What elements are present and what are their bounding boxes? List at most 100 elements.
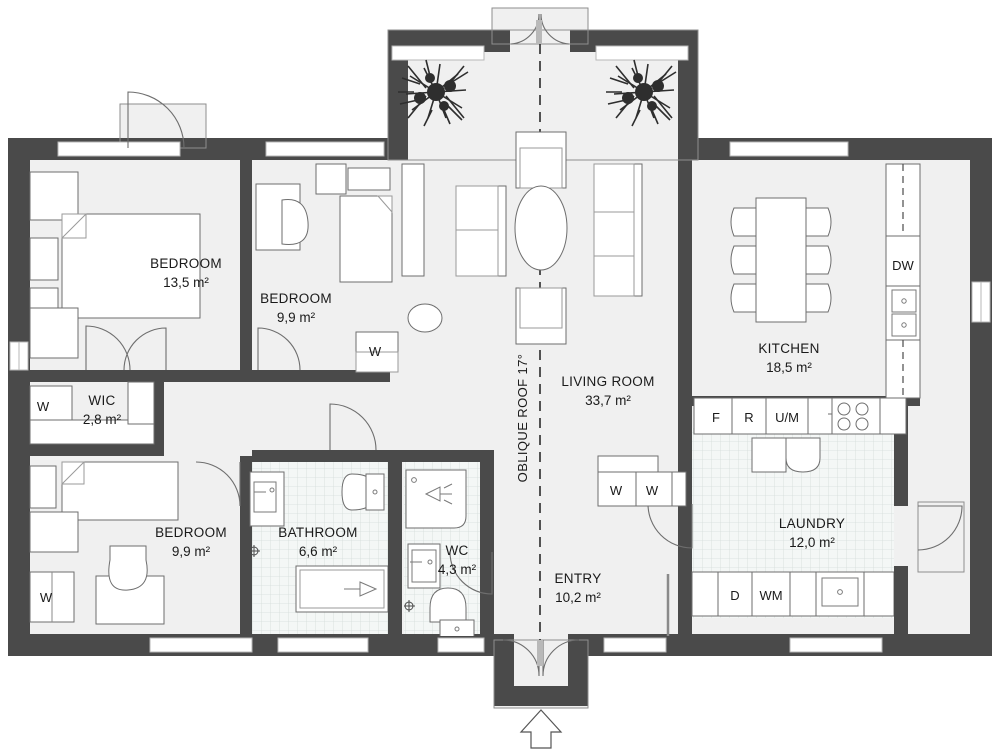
furniture-laundry <box>691 437 894 617</box>
room-name: BEDROOM <box>150 256 222 271</box>
dining-chair-right-1 <box>805 207 832 237</box>
window-bottom-laundry <box>789 637 883 653</box>
label-wardrobe-bedroom-two: W <box>369 344 382 359</box>
coffee-table-living <box>514 185 568 271</box>
label-wardrobe-bedroom-three: W <box>40 590 53 605</box>
label-entry-wardrobe-left: W <box>610 483 623 498</box>
door-wic <box>123 327 167 371</box>
plant-left <box>398 59 469 127</box>
kitchen-cabinet-dw <box>885 235 921 287</box>
dining-chair-left-2 <box>730 245 757 275</box>
pillow-master-1 <box>29 237 59 281</box>
chair-bedroom-two <box>281 198 309 246</box>
label-fridge: F <box>712 410 720 425</box>
room-area: 4,3 m² <box>438 562 477 577</box>
room-label-bathroom: BATHROOM 6,6 m² <box>278 525 357 559</box>
room-area: 10,2 m² <box>555 590 601 605</box>
bathtub <box>295 565 388 613</box>
plant-right <box>606 59 677 127</box>
laundry-basin <box>785 437 821 473</box>
room-name: ENTRY <box>554 571 601 586</box>
dining-chair-right-2 <box>805 245 832 275</box>
entry-wardrobe-left-box <box>597 471 637 507</box>
door-bedroom-three <box>195 461 241 507</box>
dining-chairs <box>730 207 832 313</box>
doors <box>85 13 963 677</box>
room-name: WIC <box>88 393 115 408</box>
room-area: 9,9 m² <box>277 310 316 325</box>
room-name: LIVING ROOM <box>561 374 654 389</box>
pillow-bedroom-two <box>347 167 391 191</box>
furniture <box>29 59 921 636</box>
room-area: 18,5 m² <box>766 360 812 375</box>
furniture-entry <box>597 455 687 507</box>
room-area: 9,9 m² <box>172 544 211 559</box>
window-top-bedroom2 <box>265 141 385 157</box>
wc-vanity <box>407 543 441 589</box>
door-laundry-exterior <box>917 505 963 551</box>
window-bottom-bedroom3 <box>149 637 253 653</box>
entry-wardrobe-right-box <box>635 471 673 507</box>
bathroom-vanity <box>249 471 285 527</box>
label-entry-wardrobe-right: W <box>646 483 659 498</box>
window-bottom-entry <box>603 637 667 653</box>
entry-cabinet <box>671 471 687 507</box>
nightstand-bedroom-three <box>29 511 79 553</box>
laundry-counter-mid <box>789 571 817 617</box>
door-bottom-right-leaf <box>542 639 580 677</box>
furniture-kitchen <box>693 163 921 435</box>
toilet-cistern-wc <box>439 619 475 636</box>
room-name: WC <box>445 543 468 558</box>
cooktop <box>831 397 881 435</box>
door-top-left-leaf <box>510 13 540 45</box>
wc-sink-basin <box>411 549 437 583</box>
console-living <box>401 163 425 277</box>
room-label-living_room: LIVING ROOM 33,7 m² <box>561 374 654 408</box>
room-name: BATHROOM <box>278 525 357 540</box>
label-range: R <box>744 410 753 425</box>
room-label-wic: WIC 2,8 m² <box>83 393 122 427</box>
window-stem-right <box>595 45 689 61</box>
furniture-bedroom-two <box>255 163 399 373</box>
furniture-wc <box>404 469 475 636</box>
furniture-living-room <box>401 131 643 345</box>
kitchen-base-cabinet <box>807 397 833 435</box>
room-label-bedroom_master: BEDROOM 13,5 m² <box>150 256 222 290</box>
label-dryer: D <box>730 588 739 603</box>
armchair-living-top <box>515 131 567 189</box>
furniture-bedroom-three <box>29 461 179 625</box>
windows <box>9 45 991 653</box>
door-laundry-interior <box>647 503 693 549</box>
room-label-laundry: LAUNDRY 12,0 m² <box>779 516 845 550</box>
toilet-cistern-bathroom <box>365 473 385 511</box>
plants <box>398 59 677 127</box>
room-name: LAUNDRY <box>779 516 845 531</box>
kitchen-base-cabinet-2 <box>879 397 907 435</box>
laundry-upper-cabinet <box>751 437 787 473</box>
nightstand-bedroom-two <box>315 163 347 195</box>
window-top-kitchen <box>729 141 849 157</box>
entry-shelf <box>597 455 659 473</box>
kitchen-sink-unit <box>885 285 921 341</box>
door-top-right-leaf <box>540 13 570 45</box>
room-label-bedroom_two: BEDROOM 9,9 m² <box>260 291 332 325</box>
armchair-living-bottom <box>515 287 567 345</box>
window-stem-left <box>391 45 485 61</box>
label-wardrobe-wic: W <box>37 399 50 414</box>
side-table-living <box>407 303 443 333</box>
pillow-bedroom-three <box>29 465 57 509</box>
dining-table <box>755 197 807 323</box>
appliance-labels: W W W DW F R U/M W W D WM <box>37 258 915 605</box>
door-bathroom <box>329 403 377 451</box>
door-wc <box>449 551 493 595</box>
bed-single-bedroom-two <box>339 195 393 283</box>
room-area: 12,0 m² <box>789 535 835 550</box>
appliance-utility-box <box>765 397 809 435</box>
room-area: 2,8 m² <box>83 412 122 427</box>
room-label-kitchen: KITCHEN 18,5 m² <box>758 341 819 375</box>
nightstand-master-top <box>29 171 79 221</box>
door-bedroom-master-exterior <box>127 91 185 149</box>
appliance-range-box <box>731 397 767 435</box>
